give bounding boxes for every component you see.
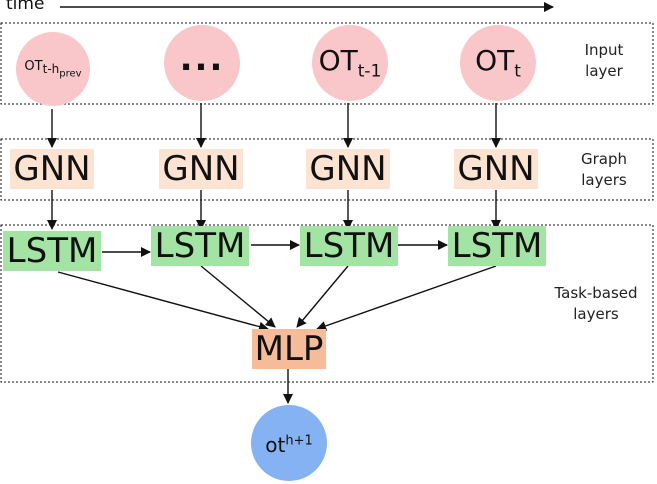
lstm-box-1: LSTM [3, 231, 101, 271]
arrow-lstm-mlp-1 [57, 271, 269, 332]
arrow-lstm-mlp-2 [200, 265, 276, 328]
output-node: oth+1 [251, 405, 327, 481]
gnn-box-3: GNN [306, 149, 390, 189]
lstm-box-2: LSTM [151, 226, 249, 266]
mlp-box: MLP [252, 329, 326, 369]
lstm-box-3: LSTM [300, 226, 398, 266]
input-node-1: OTt-hprev [16, 32, 90, 106]
input-node-2: ... [164, 25, 240, 101]
graph-layer-frame [0, 138, 654, 201]
gnn-box-4: GNN [454, 149, 538, 189]
gnn-box-2: GNN [159, 149, 243, 189]
input-layer-frame [0, 22, 654, 105]
task-layer-frame [0, 224, 654, 383]
arrow-lstm-mlp-4 [316, 265, 497, 331]
time-label: time [6, 0, 45, 14]
input-node-3: OTt-1 [312, 25, 388, 101]
input-node-4: OTt [460, 25, 536, 101]
arrow-lstm-mlp-3 [296, 265, 349, 328]
gnn-box-1: GNN [10, 149, 94, 189]
lstm-box-4: LSTM [448, 226, 546, 266]
